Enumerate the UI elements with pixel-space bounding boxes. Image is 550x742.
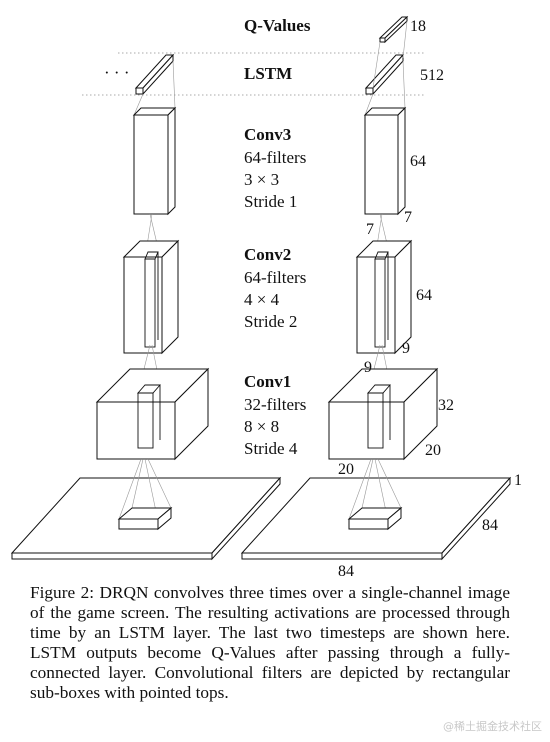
conv2-dim-height: 64 bbox=[416, 287, 432, 304]
conv1-dim-height: 32 bbox=[438, 397, 454, 414]
fc-connection-rays bbox=[372, 20, 408, 89]
qvalues-size: 18 bbox=[410, 18, 426, 35]
conv1-filters: 32-filters bbox=[244, 395, 306, 414]
conv1-stride: Stride 4 bbox=[244, 439, 298, 458]
input-to-conv1-rays bbox=[118, 458, 402, 522]
conv3-filters: 64-filters bbox=[244, 148, 306, 167]
lstm-label: LSTM bbox=[244, 64, 292, 83]
lstm-time-band bbox=[82, 52, 425, 96]
conv1-title: Conv1 bbox=[244, 372, 291, 391]
watermark-text: @稀土掘金技术社区 bbox=[443, 720, 542, 733]
input-dim-width: 84 bbox=[338, 563, 354, 580]
conv3-stride: Stride 1 bbox=[244, 192, 297, 211]
drqn-architecture-diagram: Q-Values 18 · · · LSTM 512 Conv3 64-filt… bbox=[10, 15, 522, 580]
conv2-box-left bbox=[122, 239, 180, 355]
conv1-box-left bbox=[95, 367, 210, 461]
conv2-box-right bbox=[355, 239, 413, 355]
conv2-filters: 64-filters bbox=[244, 268, 306, 287]
input-dim-height: 84 bbox=[482, 517, 498, 534]
conv2-dim-depth: 9 bbox=[402, 340, 410, 357]
lstm-size: 512 bbox=[420, 67, 444, 84]
conv3-box-left bbox=[132, 106, 177, 216]
conv1-box-right bbox=[327, 367, 439, 461]
conv1-kernel: 8 × 8 bbox=[244, 417, 279, 436]
input-filter-right bbox=[347, 506, 403, 531]
input-dim-depth: 1 bbox=[514, 472, 522, 489]
conv3-kernel: 3 × 3 bbox=[244, 170, 279, 189]
qvalues-box bbox=[378, 15, 409, 44]
conv1-dim-depth: 20 bbox=[425, 442, 441, 459]
qvalues-label: Q-Values bbox=[244, 16, 311, 35]
conv2-title: Conv2 bbox=[244, 245, 291, 264]
conv3-dim-width: 7 bbox=[366, 221, 374, 238]
conv2-stride: Stride 2 bbox=[244, 312, 297, 331]
conv3-box-right bbox=[363, 106, 407, 216]
conv3-to-lstm-rays bbox=[133, 60, 406, 116]
conv2-kernel: 4 × 4 bbox=[244, 290, 280, 309]
conv2-dim-width: 9 bbox=[364, 359, 372, 376]
lstm-box-left bbox=[134, 53, 175, 96]
figure-caption: Figure 2: DRQN convolves three times ove… bbox=[30, 583, 510, 702]
conv3-dim-depth: 7 bbox=[404, 209, 412, 226]
conv3-dim-height: 64 bbox=[410, 153, 426, 170]
conv3-title: Conv3 bbox=[244, 125, 291, 144]
lstm-ellipsis: · · · bbox=[104, 63, 129, 82]
input-filter-left bbox=[117, 506, 173, 531]
lstm-box-right bbox=[364, 53, 405, 96]
conv1-dim-width: 20 bbox=[338, 461, 354, 478]
